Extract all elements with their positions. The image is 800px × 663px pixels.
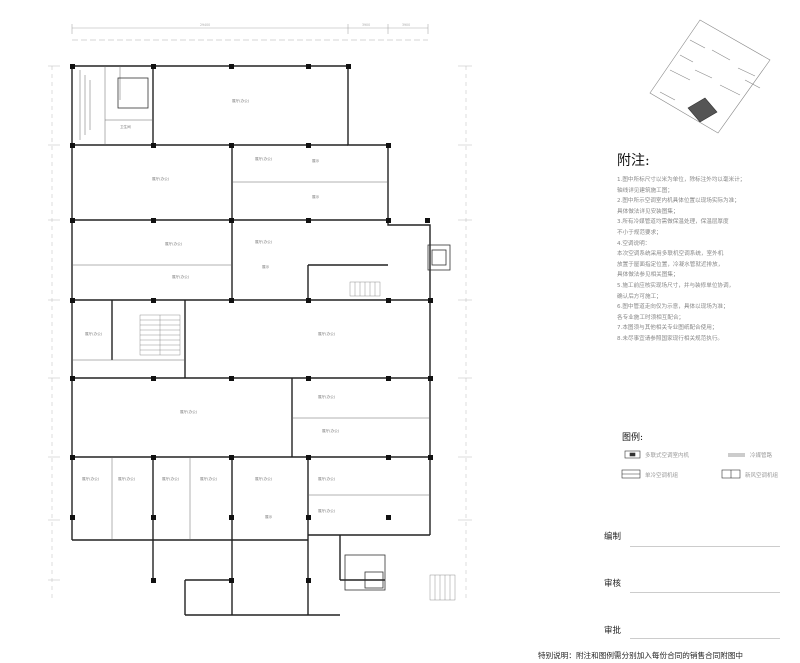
room-label-office-e: 展厅(办公) — [172, 274, 190, 279]
room-label-office-n: 展厅(办公) — [200, 476, 218, 481]
axis-ticks — [48, 65, 472, 600]
room-label-top-hall: 展厅(办公) — [232, 98, 250, 103]
footer-special-note: 特别说明：附注和图例需分别加入每份合同的销售合同附图中 — [538, 651, 744, 660]
notes-body: 1.图中所标尺寸以米为单位，除标注外均以毫米计； 轴线详见建筑施工图； 2.图中… — [617, 175, 787, 345]
walls — [71, 65, 431, 616]
room-label-office-g: 展厅(办公) — [318, 331, 336, 336]
note-line: 本次空调系统采用多联机空调系统，室外机 — [617, 251, 724, 258]
note-line: 7.本图须与其他相关专业图纸配合使用； — [617, 325, 718, 332]
note-line: 具体做法详见安装图集； — [617, 208, 679, 215]
room-label-display-b: 展示 — [312, 194, 320, 199]
top-dimension-1: 29400 — [200, 23, 210, 27]
note-line: 5.施工前应核实现场尺寸，并与装修单位协调， — [617, 282, 735, 289]
legend-item-indoor-unit: 多联式空调室内机 — [645, 453, 690, 459]
room-label-office-f: 展厅(办公) — [85, 331, 103, 336]
room-label-office-o: 展厅(办公) — [255, 476, 273, 481]
note-line: 放置于屋面指定位置，冷凝水管就近排放， — [617, 261, 724, 268]
top-dimension-line — [71, 24, 429, 41]
room-label-office-d: 展厅(办公) — [255, 239, 273, 244]
note-line: 6.图中管道走向仅为示意，具体以现场为准； — [617, 304, 729, 311]
site-key-map — [649, 19, 771, 134]
legend-title: 图例: — [622, 433, 644, 443]
service-rooms — [117, 77, 451, 591]
stairs-icon — [139, 281, 456, 601]
legend-item-refrigerant-pipe: 冷媒管路 — [750, 453, 773, 459]
room-label-office-h: 展厅(办公) — [180, 409, 198, 414]
legend-symbols — [621, 450, 745, 479]
room-label-office-m: 展厅(办公) — [162, 476, 180, 481]
note-line: 8.未尽事宜请参照国家现行相关规范执行。 — [617, 335, 724, 342]
room-label-service: 卫生间 — [120, 124, 131, 129]
signature-line-prepared[interactable] — [630, 546, 780, 547]
note-line: 具体做法参见相关图集； — [617, 272, 679, 279]
note-line: 确认后方可施工； — [617, 293, 662, 300]
signature-label-reviewed: 审核 — [604, 579, 622, 589]
note-line: 3.所有冷媒管道均需做保温处理，保温层厚度 — [617, 219, 729, 226]
room-label-office-p: 展厅(办公) — [318, 476, 336, 481]
room-label-office-a: 展厅(办公) — [152, 176, 170, 181]
partitions — [72, 66, 430, 540]
room-label-office-c: 展厅(办公) — [165, 241, 183, 246]
room-label-office-i: 展厅(办公) — [318, 394, 336, 399]
room-label-office-k: 展厅(办公) — [82, 476, 100, 481]
structural-columns — [70, 64, 433, 583]
signature-label-prepared: 编制 — [604, 532, 622, 542]
signature-line-reviewed[interactable] — [630, 592, 780, 593]
room-label-office-j: 展厅(办公) — [322, 428, 340, 433]
room-label-office-b: 展厅(办公) — [255, 156, 273, 161]
note-line: 轴线详见建筑施工图； — [617, 187, 673, 194]
room-label-display-a: 展示 — [312, 158, 320, 163]
note-line: 各专业施工时须相互配合； — [617, 314, 685, 321]
top-dimension-3: 3900 — [402, 23, 410, 27]
top-dimension-2: 3900 — [362, 23, 370, 27]
legend-item-fresh-air-unit: 新风空调机组 — [745, 473, 779, 479]
note-line: 2.图中所示空调室内机具体位置以现场实际为准； — [617, 198, 740, 205]
room-label-office-q: 展厅(办公) — [318, 508, 336, 513]
room-label-office-l: 展厅(办公) — [118, 476, 136, 481]
legend-item-cooling-unit: 单冷空调机组 — [645, 473, 679, 479]
room-label-display-d: 展示 — [265, 514, 273, 519]
room-label-display-c: 展示 — [262, 264, 270, 269]
note-line: 4.空调说明： — [617, 240, 651, 247]
signature-label-approved: 审批 — [604, 626, 622, 636]
signature-line-approved[interactable] — [630, 638, 780, 639]
note-line: 1.图中所标尺寸以米为单位，除标注外均以毫米计； — [617, 177, 746, 183]
note-line: 不小于规范要求； — [617, 229, 662, 236]
notes-title: 附注: — [617, 153, 650, 169]
